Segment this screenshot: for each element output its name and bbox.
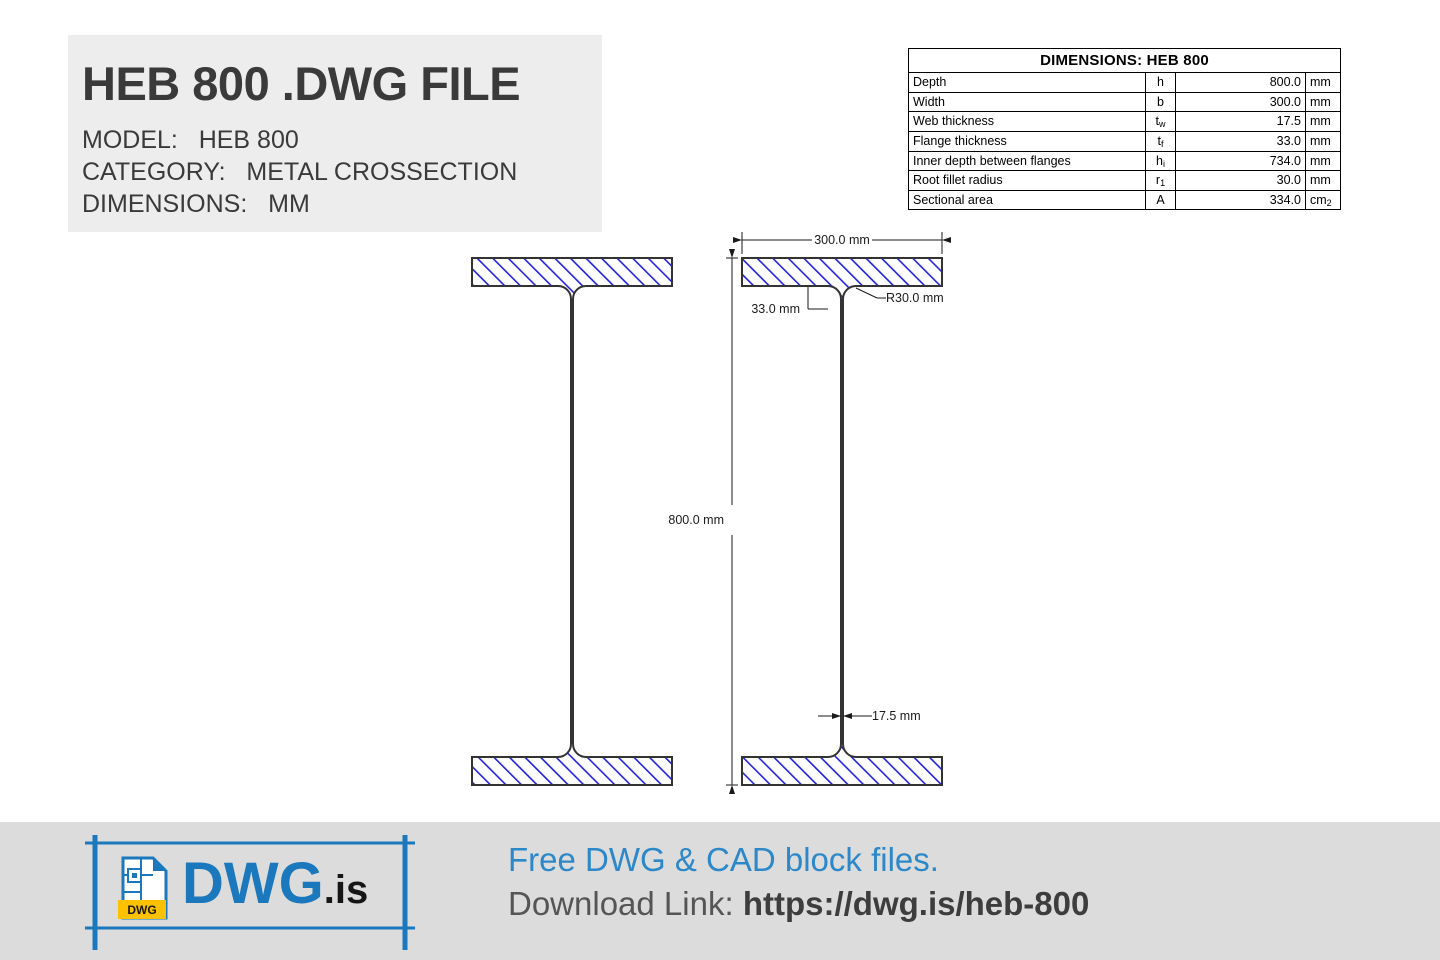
cell-value: 30.0 xyxy=(1175,170,1306,191)
footer-text-block: Free DWG & CAD block files. Download Lin… xyxy=(508,838,1408,926)
cell-value: 800.0 xyxy=(1175,72,1306,93)
meta-label-dimensions: DIMENSIONS: xyxy=(82,190,248,219)
footer-bar xyxy=(0,822,1440,960)
cell-value: 33.0 xyxy=(1175,130,1306,152)
dimension-width: 300.0 mm xyxy=(733,232,951,254)
dwg-file-icon: DWG xyxy=(118,856,168,920)
meta-row-category: CATEGORY: METAL CROSSECTION xyxy=(82,156,602,188)
meta-label-model: MODEL: xyxy=(82,126,178,155)
meta-row-model: MODEL: HEB 800 xyxy=(82,124,602,156)
cell-unit: mm xyxy=(1305,150,1341,172)
cell-unit: mm xyxy=(1305,130,1341,152)
brand-name-suffix: .is xyxy=(323,868,369,912)
brand-name-main: DWG xyxy=(182,851,324,916)
header-info-panel: HEB 800 .DWG FILE MODEL: HEB 800 CATEGOR… xyxy=(68,35,602,232)
cell-unit: mm xyxy=(1305,170,1341,191)
cell-value: 734.0 xyxy=(1175,150,1306,172)
dimension-label-width: 300.0 mm xyxy=(814,233,870,247)
cell-description: Web thickness xyxy=(908,111,1146,132)
cell-value: 300.0 xyxy=(1175,91,1306,113)
meta-value-model: HEB 800 xyxy=(198,126,299,155)
cell-description: Inner depth between flanges xyxy=(908,150,1146,172)
dimension-flange-thickness: 33.0 mm xyxy=(751,287,828,316)
cell-unit: cm2 xyxy=(1305,189,1341,211)
registration-marks-icon xyxy=(85,835,415,950)
meta-row-dimensions: DIMENSIONS: MM xyxy=(82,188,602,220)
dimension-depth: 800.0 mm xyxy=(668,249,738,794)
table-title-row: DIMENSIONS: HEB 800 xyxy=(908,48,1341,73)
table-title: DIMENSIONS: HEB 800 xyxy=(908,48,1341,73)
cell-unit: mm xyxy=(1305,91,1341,113)
dimension-label-fillet-radius: R30.0 mm xyxy=(886,291,944,305)
cell-symbol: h xyxy=(1145,72,1176,93)
cell-symbol: r1 xyxy=(1145,170,1176,191)
meta-label-category: CATEGORY: xyxy=(82,158,226,187)
dimension-label-web-thickness: 17.5 mm xyxy=(872,709,921,723)
footer-download-label: Download Link: xyxy=(508,884,734,922)
dimension-label-flange-thickness: 33.0 mm xyxy=(751,302,800,316)
cell-description: Root fillet radius xyxy=(908,170,1146,191)
cell-description: Width xyxy=(908,91,1146,113)
dwg-badge-label: DWG xyxy=(127,903,156,917)
footer-tagline: Free DWG & CAD block files. xyxy=(508,841,939,878)
dwg-logo[interactable]: DWG xyxy=(85,830,415,955)
cell-description: Flange thickness xyxy=(908,130,1146,152)
cell-symbol: tw xyxy=(1145,111,1176,132)
footer-download-url[interactable]: https://dwg.is/heb-800 xyxy=(742,884,1090,922)
ibeam-section-right xyxy=(741,257,943,786)
cell-symbol: A xyxy=(1145,189,1176,211)
cell-symbol: b xyxy=(1145,91,1176,113)
brand-wordmark[interactable]: DWG.is xyxy=(182,855,368,913)
meta-value-category: METAL CROSSECTION xyxy=(246,158,518,187)
dimension-label-depth: 800.0 mm xyxy=(668,513,724,527)
cell-description: Sectional area xyxy=(908,189,1146,211)
dimension-fillet-radius: R30.0 mm xyxy=(855,287,944,305)
cell-value: 17.5 xyxy=(1175,111,1306,132)
footer-download-line: Download Link: https://dwg.is/heb-800 xyxy=(508,882,1408,926)
cell-symbol: hi xyxy=(1145,150,1176,172)
dimension-web-thickness: 17.5 mm xyxy=(818,709,921,723)
meta-value-dimensions: MM xyxy=(268,190,310,219)
page-title: HEB 800 .DWG FILE xyxy=(82,57,521,110)
cell-description: Depth xyxy=(908,72,1146,93)
cell-unit: mm xyxy=(1305,72,1341,93)
ibeam-section-left xyxy=(471,257,673,786)
cell-unit: mm xyxy=(1305,111,1341,132)
cell-symbol: tf xyxy=(1145,130,1176,152)
cell-value: 334.0 xyxy=(1175,189,1306,211)
